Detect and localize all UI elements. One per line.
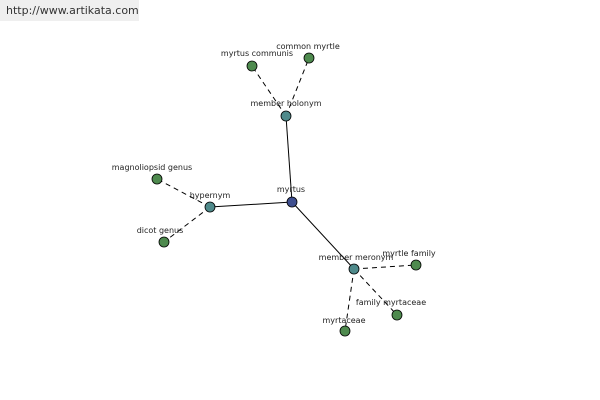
relation-node-member-meronym[interactable] (348, 263, 360, 275)
term-label-family-myrtaceae[interactable]: family myrtaceae (356, 298, 426, 307)
edge-member-holonym-to-common-myrtle (285, 57, 310, 117)
term-node-dicot-genus[interactable] (158, 236, 170, 248)
relation-label-member-holonym[interactable]: member holonym (250, 99, 321, 108)
term-label-myrtaceae[interactable]: myrtaceae (323, 316, 366, 325)
graph-nodes (151, 52, 422, 337)
term-node-magnoliopsid-genus[interactable] (151, 173, 163, 185)
term-node-myrtaceae[interactable] (339, 325, 351, 337)
center-label-myrtus[interactable]: myrtus (277, 185, 305, 194)
term-label-common-myrtle[interactable]: common myrtle (276, 42, 340, 51)
center-node-myrtus[interactable] (286, 196, 298, 208)
relation-node-hypernym[interactable] (204, 201, 216, 213)
edge-center-to-hypernym (209, 201, 293, 208)
term-label-magnoliopsid-genus[interactable]: magnoliopsid genus (112, 163, 192, 172)
site-url-link[interactable]: http://www.artikata.com (0, 0, 139, 21)
relation-label-member-meronym[interactable]: member meronym (319, 253, 394, 262)
edge-member-meronym-to-family-myrtaceae (353, 268, 398, 316)
edge-member-holonym-to-myrtus-communis (251, 65, 287, 117)
relation-node-member-holonym[interactable] (280, 110, 292, 122)
term-label-dicot-genus[interactable]: dicot genus (137, 226, 184, 235)
edge-member-meronym-to-myrtaceae (344, 268, 355, 332)
term-node-myrtus-communis[interactable] (246, 60, 258, 72)
term-node-myrtle-family[interactable] (410, 259, 422, 271)
relation-label-hypernym[interactable]: hypernym (190, 191, 231, 200)
term-label-myrtle-family[interactable]: myrtle family (382, 249, 436, 258)
term-node-family-myrtaceae[interactable] (391, 309, 403, 321)
edge-member-meronym-to-myrtle-family (353, 264, 417, 270)
term-node-common-myrtle[interactable] (303, 52, 315, 64)
edge-center-to-member-holonym (285, 115, 293, 203)
edge-hypernym-to-magnoliopsid-genus (156, 178, 211, 208)
edge-hypernym-to-dicot-genus (163, 206, 211, 243)
term-label-myrtus-communis[interactable]: myrtus communis (221, 49, 293, 58)
edge-center-to-member-meronym (291, 201, 355, 270)
graph-edges (156, 57, 417, 332)
